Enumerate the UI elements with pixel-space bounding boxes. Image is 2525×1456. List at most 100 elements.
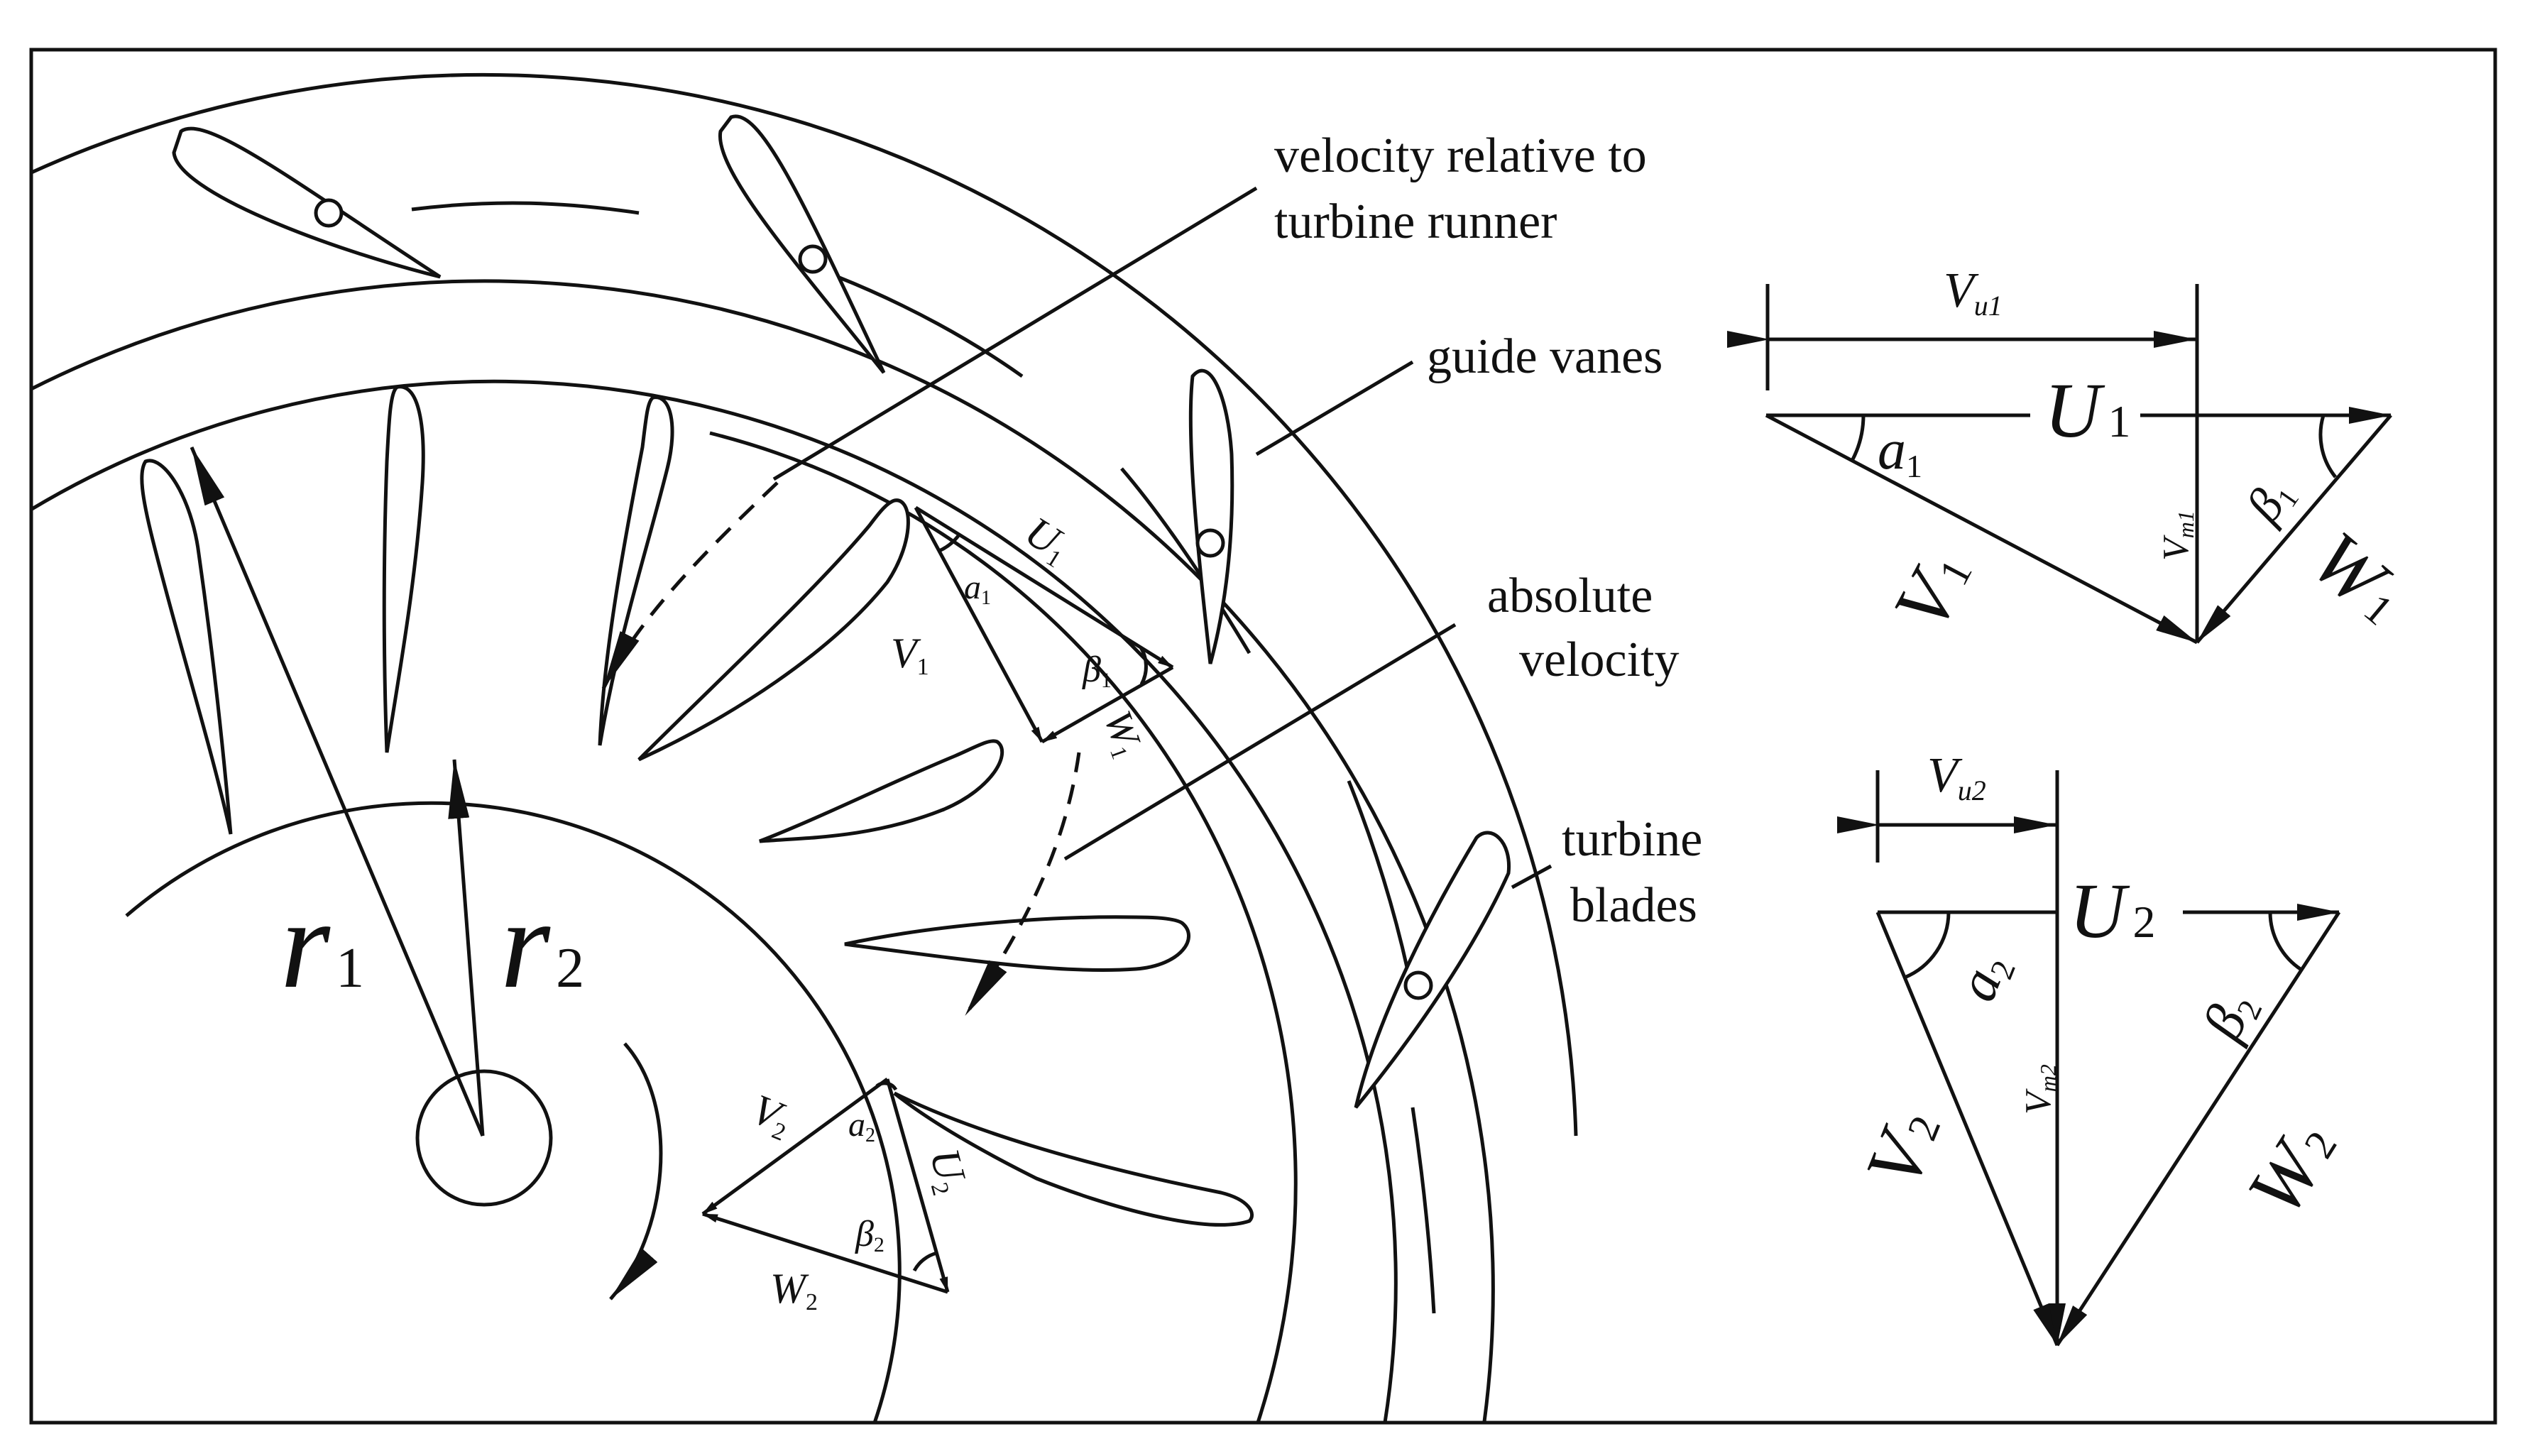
callout-absolute-velocity-line2: velocity xyxy=(1519,633,1679,687)
guide-vanes xyxy=(172,114,1511,1109)
tri1-W-label: W1 xyxy=(2296,515,2423,640)
tri1-alpha-main: a xyxy=(1878,419,1906,481)
callout-turbine-blades-line1: turbine xyxy=(1562,812,1702,867)
tri2-beta-arc xyxy=(2268,912,2303,972)
tri1-Vu-main: V xyxy=(1944,263,1979,318)
turbine-blade xyxy=(140,459,233,835)
casing-arc-outer xyxy=(31,72,1578,1137)
tri2-W-vector xyxy=(2055,911,2341,1347)
outlet-V-vector xyxy=(701,1077,889,1216)
tri1-V-vector xyxy=(1765,413,2198,645)
inlet-U-label: U1 xyxy=(1015,508,1078,573)
guide-vane xyxy=(1188,368,1234,664)
guide-vane xyxy=(1354,831,1511,1109)
inlet-beta-main: β xyxy=(1082,650,1101,690)
r1-vector xyxy=(190,447,485,1137)
tri2-W-label: W2 xyxy=(2230,1106,2353,1230)
tri2-alpha-label: a2 xyxy=(1945,944,2022,1010)
tri1-U-main: U xyxy=(2044,367,2105,454)
inlet-beta-label: β1 xyxy=(1082,650,1112,692)
leader-turbine-blades xyxy=(1511,864,1552,890)
leader-guide-vanes xyxy=(1255,360,1414,456)
r2-vector xyxy=(448,759,485,1137)
guide-vane-arc xyxy=(1120,467,1251,655)
tri1-W-vector xyxy=(2196,414,2392,644)
inlet-W-vector xyxy=(1041,665,1174,744)
outlet-beta-main: β xyxy=(855,1214,874,1254)
casing-arc-3 xyxy=(31,379,1398,1423)
figure-frame xyxy=(29,48,2497,1425)
tri2-V-label: V2 xyxy=(1848,1098,1957,1199)
tri1-V-label: V1 xyxy=(1876,537,1988,643)
r2-sub: 2 xyxy=(556,937,584,1000)
outlet-alpha-label: a2 xyxy=(848,1106,875,1146)
velocity-triangle-1 xyxy=(1727,284,2392,645)
callout-relative-velocity-line2: turbine runner xyxy=(1274,195,1557,249)
tri2-U-sub: 2 xyxy=(2132,897,2155,947)
shaft-circle xyxy=(415,1069,553,1207)
hub-arc xyxy=(125,801,902,1423)
absolute-velocity-path xyxy=(963,752,1081,1017)
r2-main: r xyxy=(500,873,551,1014)
inlet-V-vector xyxy=(914,506,1044,743)
inlet-alpha-arc xyxy=(938,532,962,553)
callout-turbine-blades-line2: blades xyxy=(1570,878,1697,933)
runner-outlet-triangle xyxy=(701,1077,950,1294)
outlet-W-label: W2 xyxy=(770,1265,818,1315)
tri1-alpha-sub: 1 xyxy=(1906,448,1922,484)
runner-inlet-labels: U1 V1 a1 β1 W1 xyxy=(891,508,1149,762)
turbine-blade xyxy=(759,739,1004,843)
tri1-Vu-label: Vu1 xyxy=(1944,263,2003,322)
turbine-blade xyxy=(382,385,425,753)
relative-velocity-path xyxy=(601,481,779,690)
leader-relative-velocity xyxy=(772,186,1258,481)
callout-leaders xyxy=(772,186,1552,890)
velocity-triangle-2 xyxy=(1837,770,2341,1347)
outlet-beta-arc xyxy=(912,1251,938,1272)
tri1-beta-arc xyxy=(2318,415,2337,478)
tri2-alpha-arc xyxy=(1904,912,1951,980)
tri2-Vu-label: Vu2 xyxy=(1927,748,1986,806)
inlet-beta-arc xyxy=(1139,646,1148,686)
tri1-U-sub: 1 xyxy=(2108,396,2130,447)
turbine-blade xyxy=(598,395,674,746)
outlet-alpha-sub: 2 xyxy=(865,1124,875,1146)
guide-vane-arc xyxy=(411,201,640,215)
r1-main: r xyxy=(280,873,331,1014)
callout-guide-vanes: guide vanes xyxy=(1427,329,1663,384)
outlet-U-label: U2 xyxy=(918,1144,977,1198)
r1-sub: 1 xyxy=(336,937,364,1000)
radius-vectors xyxy=(190,447,663,1301)
guide-vane-pivot xyxy=(798,244,828,274)
tri2-Vm-main: V xyxy=(2018,1088,2059,1115)
tri1-Vm-sub: m1 xyxy=(2173,510,2198,538)
tri2-Vu-main: V xyxy=(1927,748,1963,803)
callout-absolute-velocity-line1: absolute xyxy=(1487,569,1653,623)
tri1-alpha-arc xyxy=(1850,415,1866,462)
runner-inlet-triangle xyxy=(914,505,1174,744)
outlet-beta-sub: 2 xyxy=(874,1233,884,1257)
tri2-V-vector xyxy=(1875,912,2059,1346)
flow-paths xyxy=(601,481,1081,1017)
turbine-blade xyxy=(637,498,910,762)
guide-vane xyxy=(172,126,442,279)
turbine-blades xyxy=(140,385,1254,1227)
tri1-Vm-main: V xyxy=(2156,535,2196,561)
callout-labels: velocity relative to turbine runner guid… xyxy=(1274,128,1702,933)
guide-vane-arc xyxy=(837,275,1024,378)
outlet-W-main: W xyxy=(770,1265,809,1312)
tri2-Vu-sub: u2 xyxy=(1958,774,1986,806)
rotation-arc xyxy=(609,1042,663,1301)
inlet-V-sub: 1 xyxy=(917,654,929,680)
guide-vane xyxy=(718,114,886,374)
guide-vane-arc xyxy=(1411,1107,1436,1314)
tri1-Vm-label: Vm1 xyxy=(2156,510,2198,561)
